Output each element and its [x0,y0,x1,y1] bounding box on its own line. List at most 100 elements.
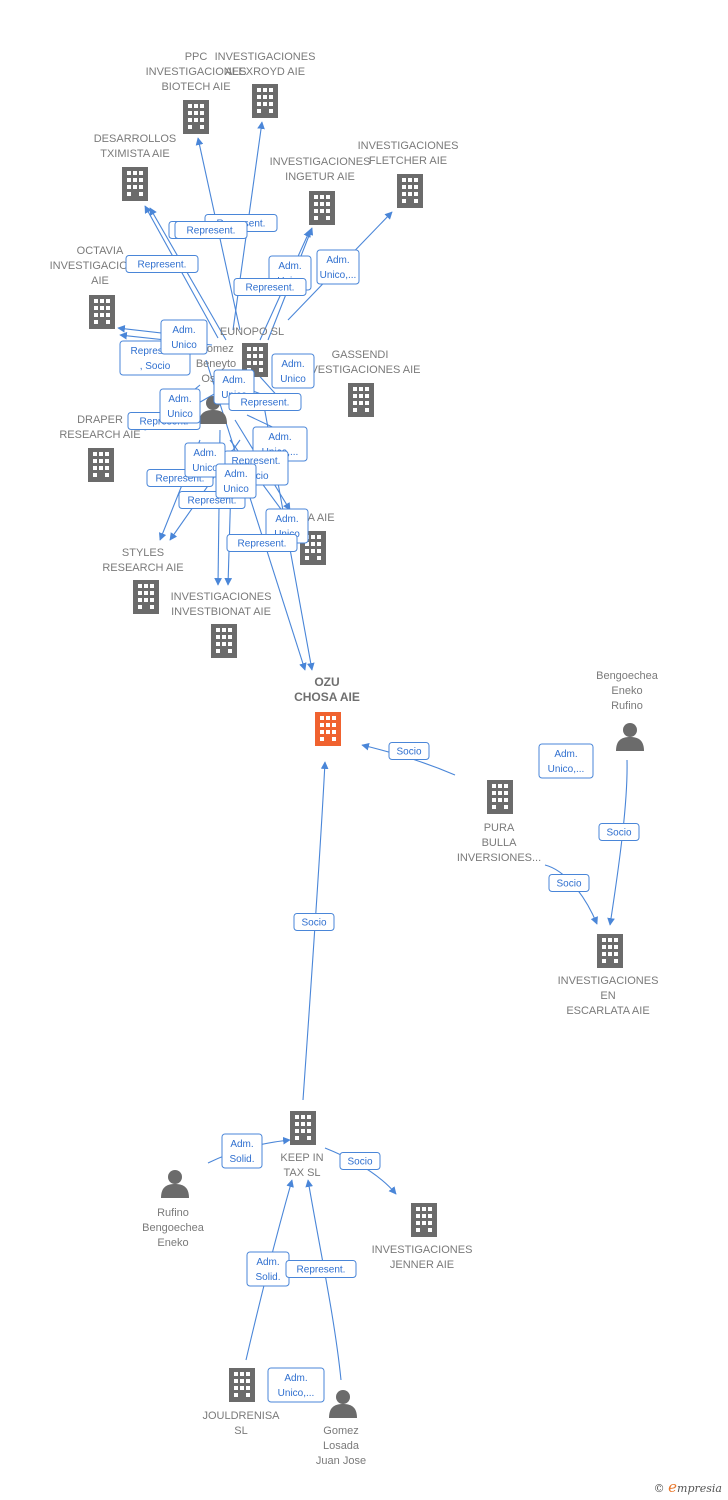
edge-label-text: Unico [171,340,197,351]
edge-label-text: Represent. [131,346,180,357]
edge-label-box [233,278,307,296]
edge-label[interactable]: Adm.Unico [184,442,226,478]
building-icon[interactable] [122,167,148,201]
edge-label[interactable]: Adm.Unico [271,353,315,389]
building-icon[interactable] [397,174,423,208]
edge-line [205,359,307,671]
edge-label[interactable]: Socio [598,823,640,841]
edge-label[interactable]: Adm.Solid. [221,1133,263,1169]
node-label: STYLES [122,547,164,559]
person-icon[interactable] [616,723,644,751]
node-label: INVESTIGACIONES [358,140,459,152]
copyright-symbol: © [653,1482,665,1495]
edge-label[interactable]: Socio [293,913,335,931]
edge-label[interactable]: Adm.Unico,... [538,743,594,779]
edge-label[interactable]: Socio [339,1152,381,1170]
building-icon[interactable] [211,624,237,658]
edge-label-box [316,249,360,285]
node-label: INVESTIGACIONES [558,975,659,987]
edge-label-text: Adm. [222,375,245,386]
building-icon[interactable] [229,1368,255,1402]
node-label: INVESTIGACIONES [372,1244,473,1256]
node-label: BULLA [482,837,518,849]
building-icon[interactable] [89,295,115,329]
building-icon[interactable] [597,934,623,968]
edge-label-text: Adm. [224,469,247,480]
brand-name: mpresia [677,1482,722,1495]
node-alexroyd[interactable]: INVESTIGACIONES ALEXROYD AIE [215,51,316,118]
edge-label[interactable]: Adm.Solid. [246,1251,290,1287]
node-label: INVESTIGACIONES [171,591,272,603]
edge-label-box [538,743,594,779]
edge-label-text: Adm. [284,1373,307,1384]
edge-label[interactable]: Socio [548,874,590,892]
edge-label[interactable]: Represent. [228,393,302,411]
edge-label[interactable]: Adm.Unico,... [267,1367,325,1403]
node-label: SL [234,1425,247,1437]
edge-label-text: Unico [223,484,249,495]
node-label: EUNOPO SL [220,326,284,338]
building-icon[interactable] [309,191,335,225]
empresia-brand[interactable]: © empresia [654,1478,722,1496]
edge-label-box [228,393,302,411]
edge-label-text: Adm. [172,325,195,336]
building-icon[interactable] [411,1203,437,1237]
node-jenner[interactable]: INVESTIGACIONES JENNER AIE [372,1203,473,1271]
building-icon[interactable] [133,580,159,614]
edge-label-box [388,742,430,760]
building-icon[interactable] [487,780,513,814]
person-icon[interactable] [161,1170,189,1198]
edge-label-text: Unico,... [320,270,357,281]
edge-label-box [174,221,248,239]
edge-label[interactable]: Represent. [174,221,248,239]
node-label: PPC [185,51,208,63]
edge-label[interactable]: Adm. Unico [215,463,257,499]
node-label: RESEARCH AIE [59,429,140,441]
node-pura[interactable]: PURABULLAINVERSIONES... [457,780,541,864]
edge-label-text: Unico [280,374,306,385]
node-eunopo[interactable]: EUNOPO SL [220,326,284,377]
edge-label-text: Socio [556,879,581,890]
focus-building-windows [320,716,336,741]
edge-label[interactable]: Socio [388,742,430,760]
edge-label[interactable]: Represent. [125,255,199,273]
edge-label[interactable]: Adm. Unico [160,319,208,355]
edge-label-box [293,913,335,931]
building-icon[interactable] [88,448,114,482]
edge-label[interactable]: Adm.Unico [159,388,201,424]
node-label: INVESTIGACIONES [50,260,151,272]
edge-label-text: Represent. [241,398,290,409]
node-label: EN [600,990,615,1002]
person-icon[interactable] [329,1390,357,1418]
edge-label-text: Represent. [246,283,295,294]
edge-label[interactable]: Represent. [233,278,307,296]
edge-label[interactable]: Represent. [226,534,298,552]
edge-label[interactable]: Represent. [285,1260,357,1278]
building-icon[interactable] [252,84,278,118]
edge-label[interactable]: Adm.Unico,... [316,249,360,285]
building-icon[interactable] [183,100,209,134]
node-label: ALEXROYD AIE [225,66,305,78]
node-label: JENNER AIE [390,1259,454,1271]
building-icon[interactable] [290,1111,316,1145]
node-label: INVESTIGACIONES [215,51,316,63]
node-label: AIE [91,275,109,287]
building-icon[interactable] [348,383,374,417]
node-label: DESARROLLOS [94,133,177,145]
